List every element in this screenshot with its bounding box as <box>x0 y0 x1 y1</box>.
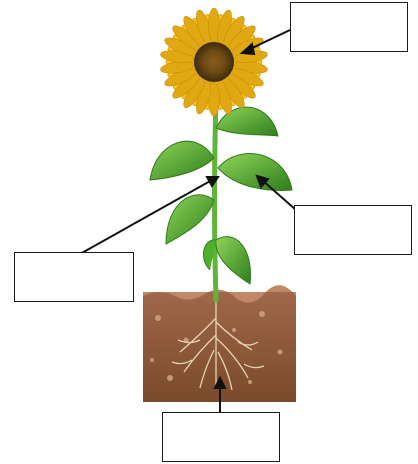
flower-center <box>194 42 234 82</box>
leaves <box>150 107 292 284</box>
root-label-box[interactable] <box>162 412 280 462</box>
flower-label-box[interactable] <box>290 2 408 52</box>
sunflower-head <box>160 8 268 116</box>
stem-label-box[interactable] <box>14 252 134 302</box>
leaf-label-box[interactable] <box>294 205 412 255</box>
